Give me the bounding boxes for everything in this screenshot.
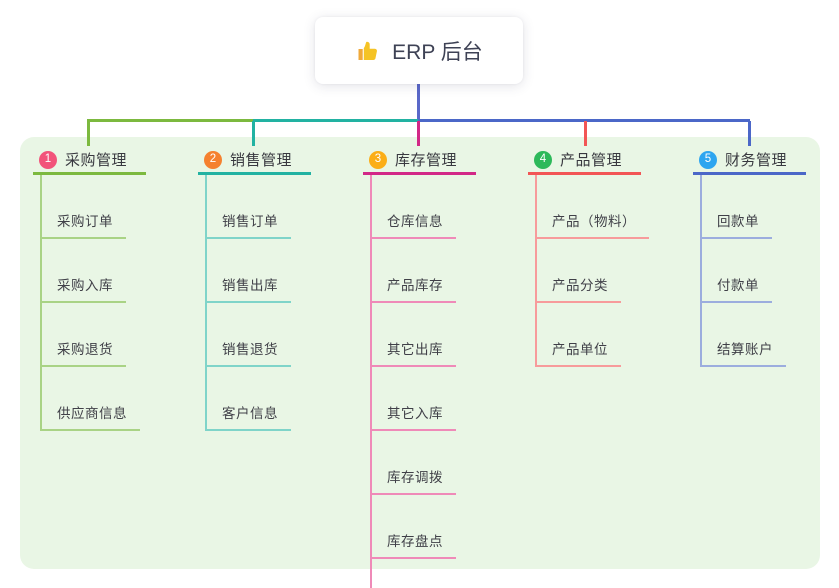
branch-node[interactable]: 1 采购管理 <box>33 147 146 175</box>
child-node-label: 客户信息 <box>222 406 278 421</box>
branch-children: 销售订单销售出库销售退货客户信息 <box>205 175 291 431</box>
branch-number-badge: 1 <box>39 150 57 169</box>
branch-node[interactable]: 5 财务管理 <box>693 147 806 175</box>
connector-drop-branch-4 <box>584 121 587 146</box>
branch-number-badge: 4 <box>534 150 552 169</box>
connector-rail-left <box>87 119 254 122</box>
branch-column-2: 2 销售管理销售订单销售出库销售退货客户信息 <box>198 147 363 431</box>
child-node[interactable]: 结算账户 <box>702 303 786 367</box>
child-node-label: 回款单 <box>717 214 759 229</box>
child-node-label: 销售退货 <box>222 342 278 357</box>
branch-number-badge: 3 <box>369 150 387 169</box>
child-node[interactable]: 其它出库 <box>372 303 456 367</box>
child-node-label: 结算账户 <box>717 342 773 357</box>
branch-children: 采购订单采购入库采购退货供应商信息 <box>40 175 140 431</box>
child-node-label: 其它入库 <box>387 406 443 421</box>
child-node-label: 付款单 <box>717 278 759 293</box>
child-node[interactable]: 产品单位 <box>537 303 621 367</box>
branch-node-label: 库存管理 <box>395 152 458 169</box>
child-node[interactable]: 库存调拨 <box>372 431 456 495</box>
child-node[interactable]: 其它入库 <box>372 367 456 431</box>
child-node[interactable]: 销售订单 <box>207 175 291 239</box>
branch-column-5: 5 财务管理回款单付款单结算账户 <box>693 147 839 367</box>
child-node[interactable]: 销售出库 <box>207 239 291 303</box>
thumbs-up-icon <box>355 38 381 64</box>
child-node-label: 销售订单 <box>222 214 278 229</box>
branch-column-1: 1 采购管理采购订单采购入库采购退货供应商信息 <box>33 147 198 431</box>
branch-number-badge: 5 <box>699 150 717 169</box>
connector-rail-mid <box>253 119 419 122</box>
child-node-label: 供应商信息 <box>57 406 127 421</box>
child-node[interactable]: 回款单 <box>702 175 772 239</box>
child-node[interactable]: 采购订单 <box>42 175 126 239</box>
branches-panel <box>20 137 820 569</box>
child-node-label: 产品（物料） <box>552 214 636 229</box>
child-node-label: 采购订单 <box>57 214 113 229</box>
branch-node[interactable]: 3 库存管理 <box>363 147 476 175</box>
child-node-label: 仓库信息 <box>387 214 443 229</box>
child-node[interactable]: 付款单 <box>702 239 772 303</box>
branch-node-label: 产品管理 <box>560 152 623 169</box>
child-node-label: 产品分类 <box>552 278 608 293</box>
child-node[interactable]: 出库库明细 <box>372 559 470 588</box>
child-node[interactable]: 采购退货 <box>42 303 126 367</box>
child-node[interactable]: 产品库存 <box>372 239 456 303</box>
branch-children: 回款单付款单结算账户 <box>700 175 786 367</box>
child-node-label: 库存调拨 <box>387 470 443 485</box>
child-node[interactable]: 产品分类 <box>537 239 621 303</box>
child-node-label: 库存盘点 <box>387 534 443 549</box>
child-node[interactable]: 客户信息 <box>207 367 291 431</box>
branch-node[interactable]: 4 产品管理 <box>528 147 641 175</box>
child-node-label: 产品库存 <box>387 278 443 293</box>
child-node-label: 采购入库 <box>57 278 113 293</box>
branch-children: 产品（物料） 产品分类产品单位 <box>535 175 649 367</box>
child-node[interactable]: 产品（物料） <box>537 175 649 239</box>
root-node-label: ERP 后台 <box>392 40 483 64</box>
branch-number-badge: 2 <box>204 150 222 169</box>
root-node-erp[interactable]: ERP 后台 <box>315 17 523 84</box>
connector-drop-branch-2 <box>252 121 255 146</box>
child-node[interactable]: 采购入库 <box>42 239 126 303</box>
root-connector-stub <box>417 84 420 120</box>
child-node-label: 产品单位 <box>552 342 608 357</box>
branch-node-label: 采购管理 <box>65 152 128 169</box>
connector-drop-branch-3 <box>417 121 420 146</box>
branch-node-label: 财务管理 <box>725 152 788 169</box>
child-node[interactable]: 销售退货 <box>207 303 291 367</box>
child-node-label: 采购退货 <box>57 342 113 357</box>
child-node[interactable]: 仓库信息 <box>372 175 456 239</box>
child-node-label: 其它出库 <box>387 342 443 357</box>
child-node[interactable]: 库存盘点 <box>372 495 456 559</box>
branch-column-3: 3 库存管理仓库信息产品库存其它出库其它入库库存调拨库存盘点出库库明细 <box>363 147 528 588</box>
branch-node[interactable]: 2 销售管理 <box>198 147 311 175</box>
child-node[interactable]: 供应商信息 <box>42 367 140 431</box>
connector-drop-branch-5 <box>748 121 751 146</box>
branch-children: 仓库信息产品库存其它出库其它入库库存调拨库存盘点出库库明细 <box>370 175 470 588</box>
connector-rail-right <box>418 119 750 122</box>
branch-node-label: 销售管理 <box>230 152 293 169</box>
connector-drop-branch-1 <box>87 121 90 146</box>
branch-column-4: 4 产品管理产品（物料） 产品分类产品单位 <box>528 147 693 367</box>
child-node-label: 销售出库 <box>222 278 278 293</box>
